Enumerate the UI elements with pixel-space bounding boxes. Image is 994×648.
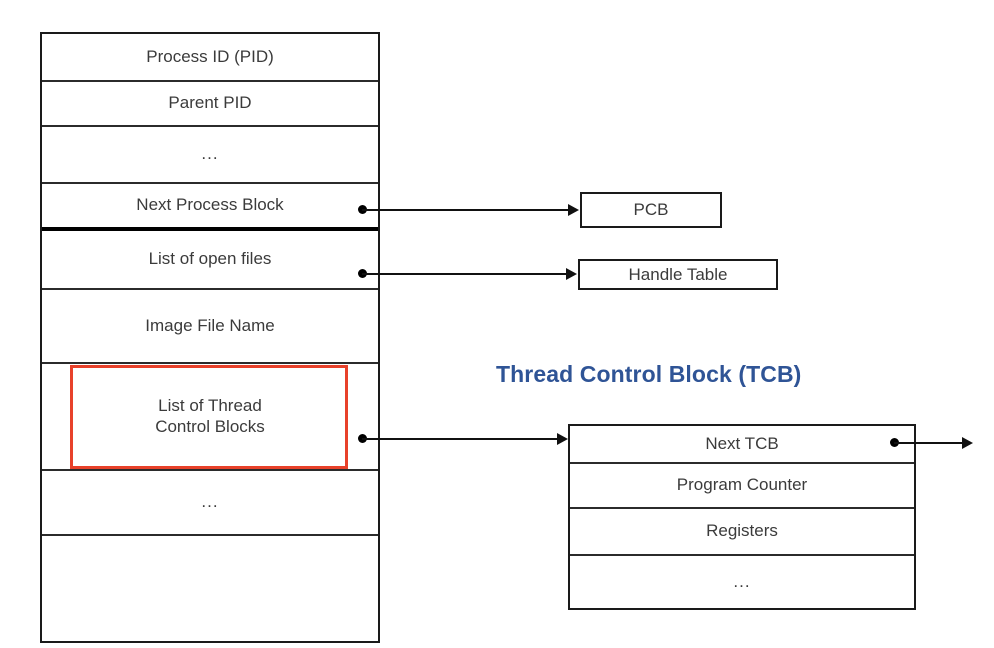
- pcb-row-image-file-name[interactable]: Image File Name: [42, 290, 378, 364]
- connector-arrow-list-of-thread-control-blocks: [557, 433, 568, 445]
- tcb-row-program-counter[interactable]: Program Counter: [570, 464, 914, 509]
- connector-arrow-next-tcb: [962, 437, 973, 449]
- tcb-row-registers[interactable]: Registers: [570, 509, 914, 556]
- connector-arrow-list-of-open-files: [566, 268, 577, 280]
- pcb-target-box-label: PCB: [633, 200, 669, 219]
- connector-line-list-of-thread-control-blocks: [362, 437, 558, 440]
- pcb-target-box[interactable]: PCB: [580, 192, 722, 228]
- connector-line-next-tcb: [894, 441, 963, 444]
- process-control-block-table: Process ID (PID) Parent PID ... Next Pro…: [40, 32, 380, 643]
- pcb-row-list-of-open-files[interactable]: List of open files: [42, 231, 378, 290]
- handle-table-target-box-label: Handle Table: [628, 264, 728, 284]
- tcb-row-ellipsis[interactable]: ...: [570, 556, 914, 608]
- thread-control-block-title: Thread Control Block (TCB): [496, 361, 802, 387]
- thread-control-block-table: Next TCB Program Counter Registers ...: [568, 424, 916, 610]
- handle-table-target-box[interactable]: Handle Table: [578, 259, 778, 290]
- connector-line-list-of-open-files: [362, 272, 567, 275]
- tcb-row-next-tcb[interactable]: Next TCB: [570, 426, 914, 464]
- connector-arrow-next-process-block: [568, 204, 579, 216]
- pcb-row-empty[interactable]: [42, 536, 378, 637]
- pcb-row-ellipsis-upper[interactable]: ...: [42, 127, 378, 184]
- pcb-row-ellipsis-lower[interactable]: ...: [42, 471, 378, 536]
- connector-line-next-process-block: [362, 208, 569, 211]
- pcb-row-process-id[interactable]: Process ID (PID): [42, 34, 378, 82]
- pcb-row-next-process-block[interactable]: Next Process Block: [42, 184, 378, 231]
- pcb-row-list-of-thread-control-blocks[interactable]: List of Thread Control Blocks: [42, 364, 378, 471]
- pcb-row-parent-pid[interactable]: Parent PID: [42, 82, 378, 127]
